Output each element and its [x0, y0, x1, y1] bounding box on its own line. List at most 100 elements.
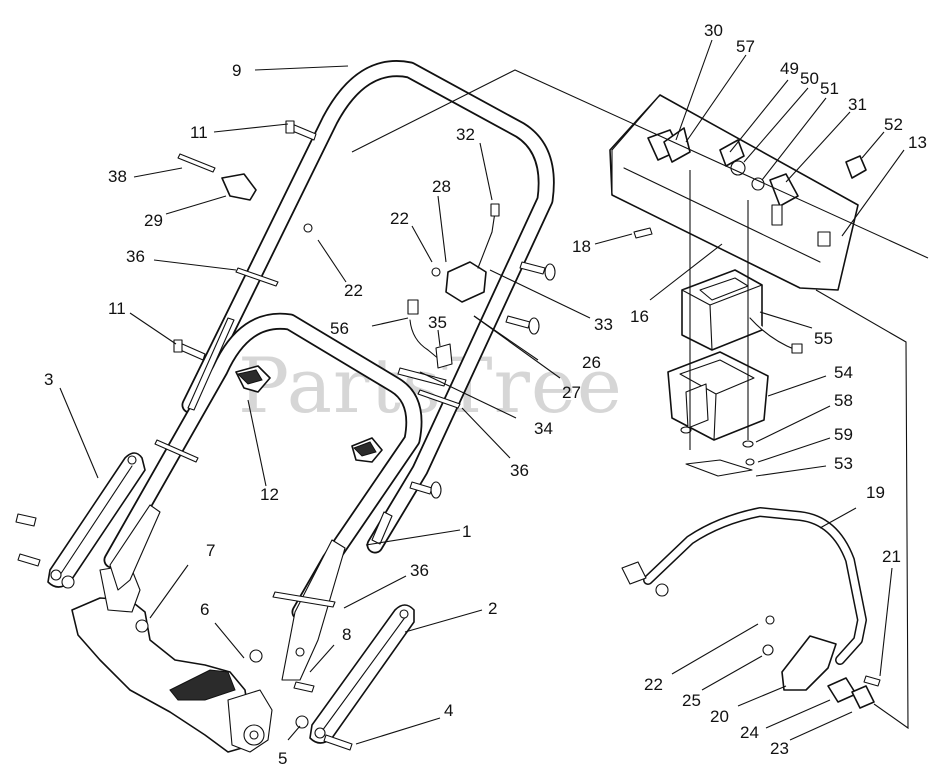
callout-part-56: 56 [330, 319, 349, 338]
carriage-bolt-lower[interactable] [409, 481, 442, 499]
callout-part-49: 49 [780, 59, 799, 78]
right-bracket-part-2[interactable] [309, 604, 415, 744]
bolt-part-5[interactable] [293, 681, 315, 729]
clip-part-34[interactable] [397, 367, 447, 387]
callout-part-50: 50 [800, 69, 819, 88]
callout-part-36-mid: 36 [510, 461, 529, 480]
bolt-part-4[interactable] [323, 734, 353, 751]
callout-labels: 1 2 3 4 5 6 7 8 9 11 11 12 13 16 18 19 2… [44, 21, 927, 768]
callout-part-5: 5 [278, 749, 287, 768]
leader-lines [59, 39, 929, 745]
handle-pivot-plate [109, 504, 346, 681]
callout-part-21: 21 [882, 547, 901, 566]
callout-part-24: 24 [740, 723, 759, 742]
callout-part-53: 53 [834, 454, 853, 473]
bolt-part-11-upper[interactable] [285, 120, 317, 141]
mower-deck-base [71, 564, 273, 753]
callout-part-22-bail: 22 [644, 675, 663, 694]
callout-part-18: 18 [572, 237, 591, 256]
washer-part-7[interactable] [135, 619, 149, 633]
callout-part-20: 20 [710, 707, 729, 726]
callout-part-8: 8 [342, 625, 351, 644]
callout-part-34: 34 [534, 419, 553, 438]
upper-handle-part-9[interactable] [181, 60, 555, 554]
callout-part-59: 59 [834, 425, 853, 444]
callout-part-25: 25 [682, 691, 701, 710]
callout-part-28: 28 [432, 177, 451, 196]
screw-part-18[interactable] [633, 227, 653, 239]
callout-part-52: 52 [884, 115, 903, 134]
callout-part-58: 58 [834, 391, 853, 410]
key-switch-part-31[interactable] [769, 173, 799, 226]
switch-part-28[interactable] [445, 261, 487, 303]
handle-tube-sleeve [187, 317, 393, 545]
callout-part-26: 26 [582, 353, 601, 372]
wire-lead-part-32[interactable] [477, 203, 500, 269]
callout-part-55: 55 [814, 329, 833, 348]
nut-part-22-switch[interactable] [431, 267, 441, 277]
carriage-bolt-part-33[interactable] [519, 261, 556, 281]
callout-part-1: 1 [462, 522, 471, 541]
callout-part-13: 13 [908, 133, 927, 152]
plug-part-52[interactable] [845, 155, 867, 179]
cap-part-23[interactable] [851, 685, 875, 709]
bolt-part-11-lower[interactable] [173, 339, 206, 361]
callout-part-9: 9 [232, 61, 241, 80]
callout-part-2: 2 [488, 599, 497, 618]
callout-part-31: 31 [848, 95, 867, 114]
washer-part-51[interactable] [751, 177, 765, 191]
nut-part-59[interactable] [745, 458, 755, 466]
callout-part-16: 16 [630, 307, 649, 326]
callout-part-22-upper: 22 [344, 281, 363, 300]
callout-part-27: 27 [562, 383, 581, 402]
callout-part-51: 51 [820, 79, 839, 98]
bolt-lower-left-bracket[interactable] [15, 513, 75, 589]
lever-part-57[interactable] [663, 127, 691, 163]
callout-part-57: 57 [736, 37, 755, 56]
knob-part-12-upper[interactable] [235, 365, 271, 393]
callout-part-19: 19 [866, 483, 885, 502]
pad-part-53[interactable] [685, 459, 753, 477]
callout-part-54: 54 [834, 363, 853, 382]
washer-part-25[interactable] [762, 644, 774, 656]
lower-handle-part-1[interactable] [103, 312, 423, 621]
callout-part-3: 3 [44, 370, 53, 389]
knob-part-12-lower[interactable] [351, 437, 383, 463]
callout-part-36-lower: 36 [410, 561, 429, 580]
callout-part-22-switch: 22 [390, 209, 409, 228]
nut-part-50[interactable] [730, 160, 746, 176]
callout-part-7: 7 [206, 541, 215, 560]
washer-part-8[interactable] [295, 647, 305, 657]
handle-knob-part-29[interactable] [221, 173, 257, 201]
carriage-bolt-part-26[interactable] [505, 315, 540, 335]
callout-part-6: 6 [200, 600, 209, 619]
callout-part-30: 30 [704, 21, 723, 40]
wire-harness-part-56[interactable] [407, 299, 441, 361]
washer-part-6[interactable] [249, 649, 263, 663]
callout-part-38: 38 [108, 167, 127, 186]
nut-part-22-upper[interactable] [303, 223, 313, 233]
callout-part-11-lower: 11 [108, 299, 126, 318]
bail-bracket-part-20[interactable] [781, 635, 837, 691]
callout-part-29: 29 [144, 211, 163, 230]
callout-part-12: 12 [260, 485, 279, 504]
watermark-text: PartsTree [238, 341, 623, 430]
callout-part-36-upper: 36 [126, 247, 145, 266]
switch-cap-part-49[interactable] [719, 139, 745, 167]
control-panel-part-13[interactable] [609, 94, 859, 291]
pivot-part-24[interactable] [827, 677, 857, 703]
washer-part-58[interactable] [680, 426, 754, 448]
bolt-part-38[interactable] [177, 153, 216, 173]
battery-tray-part-54[interactable] [667, 351, 769, 441]
callout-part-11-upper: 11 [190, 123, 208, 142]
left-bracket-part-3[interactable] [47, 452, 146, 588]
callout-part-35: 35 [428, 313, 447, 332]
callout-part-23: 23 [770, 739, 789, 758]
callout-part-33: 33 [594, 315, 613, 334]
battery-part-55[interactable] [681, 269, 803, 354]
handle-brace-part-36[interactable] [154, 267, 461, 608]
screw-part-21[interactable] [863, 675, 881, 687]
bail-part-19[interactable] [621, 507, 867, 665]
nut-part-22-bail[interactable] [765, 615, 775, 625]
connector-part-35[interactable] [435, 343, 453, 369]
